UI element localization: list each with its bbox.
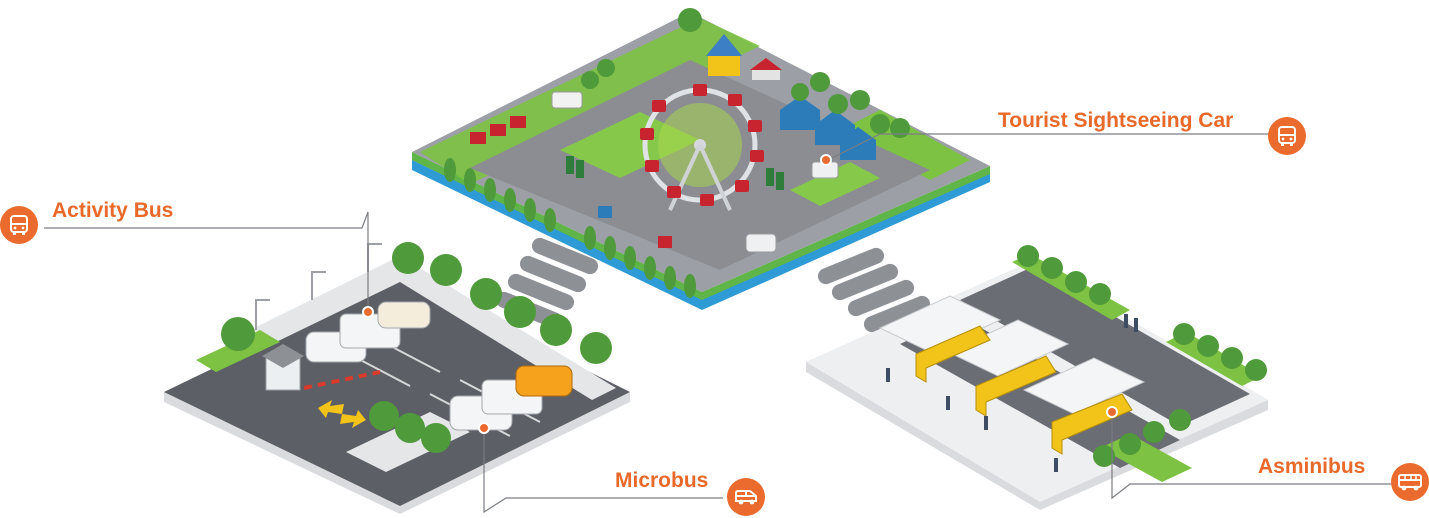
van-side-icon: [727, 478, 765, 516]
parking-trees: [221, 242, 612, 453]
ferris-wheel: [640, 84, 764, 211]
toilets: [566, 156, 784, 190]
kiosks: [470, 116, 526, 144]
station-trees: [1017, 245, 1267, 467]
microbus-label: Microbus: [615, 469, 709, 492]
bus-side-icon: [1391, 463, 1429, 501]
bus-front-icon: [1268, 117, 1306, 155]
leader-lines: [44, 133, 1396, 514]
park-vehicles: [551, 91, 839, 253]
activity-bus-label: Activity Bus: [52, 199, 174, 222]
amusement-park-block: [412, 8, 990, 310]
parking-lot-block: [164, 242, 630, 514]
parking-vehicles: [305, 301, 573, 431]
leader-dots: [362, 154, 1118, 434]
park-trees: [444, 8, 910, 298]
bus-station-block: [806, 245, 1268, 510]
tents: [780, 96, 876, 160]
carousel: [706, 34, 782, 80]
asminibus-label: Asminibus: [1258, 455, 1366, 478]
bus-shelters: [878, 295, 1146, 415]
tourist-sightseeing-car-label: Tourist Sightseeing Car: [998, 109, 1234, 132]
bus-front-icon: [0, 206, 38, 244]
station-people: [886, 314, 1138, 472]
